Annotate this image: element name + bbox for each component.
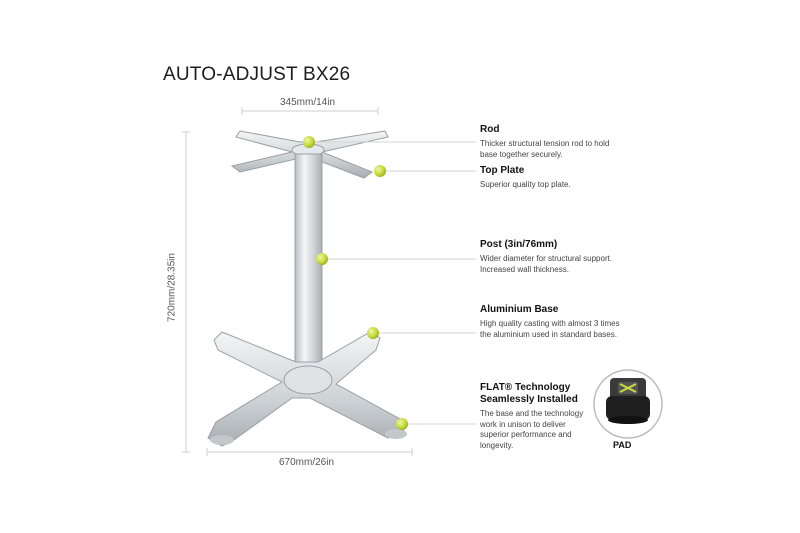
callout-text: Wider diameter for structural support. I… bbox=[480, 254, 613, 274]
callout-leaders bbox=[314, 141, 476, 425]
callout-text: Superior quality top plate. bbox=[480, 180, 571, 189]
callout-text: The base and the technology work in unis… bbox=[480, 409, 584, 450]
post bbox=[294, 153, 323, 375]
callout-top-plate: Top Plate Superior quality top plate. bbox=[480, 165, 620, 191]
callout-heading: Post (3in/76mm) bbox=[480, 239, 558, 250]
callout-aluminium-base: Aluminium Base High quality casting with… bbox=[480, 304, 620, 340]
callout-heading: Aluminium Base bbox=[480, 304, 559, 315]
callout-heading: Top Plate bbox=[480, 165, 525, 176]
callout-text: Thicker structural tension rod to hold b… bbox=[480, 139, 610, 159]
callout-post: Post (3in/76mm) Wider diameter for struc… bbox=[480, 239, 620, 275]
callout-heading: Rod bbox=[480, 124, 500, 135]
pad-detail bbox=[593, 369, 663, 439]
dimension-lines bbox=[182, 107, 413, 456]
aluminium-base bbox=[207, 331, 407, 447]
top-width-dimension: 345mm/14in bbox=[280, 97, 336, 108]
callout-text: High quality casting with almost 3 times… bbox=[480, 319, 620, 339]
bottom-width-dimension: 670mm/26in bbox=[279, 457, 335, 468]
pad-label: PAD bbox=[613, 440, 632, 450]
callout-heading: FLAT® Technology Seamlessly Installed bbox=[480, 382, 578, 405]
callout-rod: Rod Thicker structural tension rod to ho… bbox=[480, 124, 620, 160]
callout-flat-technology: FLAT® Technology Seamlessly Installed Th… bbox=[480, 382, 595, 451]
callout-markers bbox=[303, 136, 408, 430]
page-title: AUTO-ADJUST BX26 bbox=[163, 64, 351, 85]
